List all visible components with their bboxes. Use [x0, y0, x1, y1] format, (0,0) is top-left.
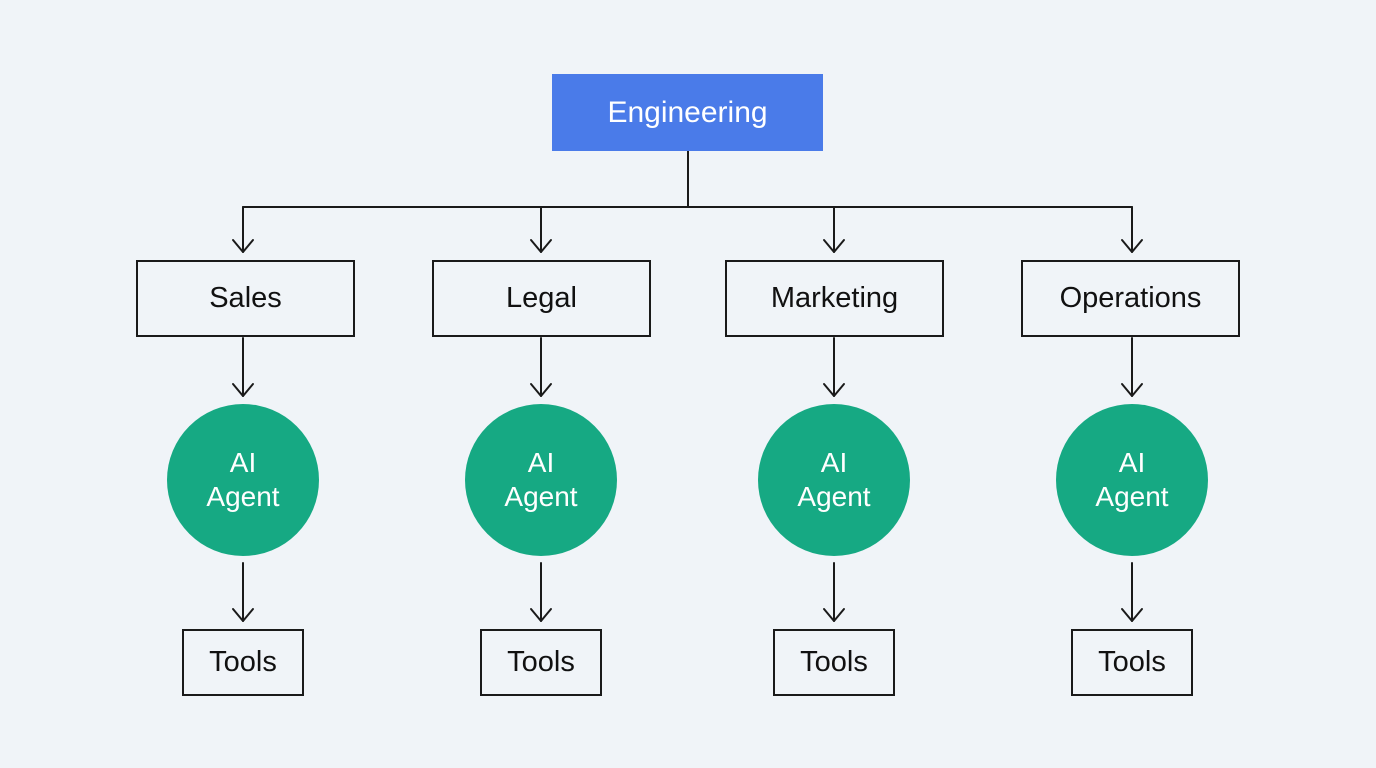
agent-label-line2: Agent — [1095, 481, 1169, 512]
arrowhead-agent-sales — [232, 383, 254, 397]
arrowhead-operations — [1121, 239, 1143, 253]
agent-label-line2: Agent — [504, 481, 578, 512]
tools-box-marketing: Tools — [773, 629, 895, 696]
arrowhead-tools-legal — [530, 608, 552, 622]
arrowhead-tools-marketing — [823, 608, 845, 622]
arrowhead-legal — [530, 239, 552, 253]
agent-label-line2: Agent — [797, 481, 871, 512]
arrowhead-marketing — [823, 239, 845, 253]
dept-box-legal: Legal — [432, 260, 651, 337]
dept-box-marketing: Marketing — [725, 260, 944, 337]
tools-box-operations: Tools — [1071, 629, 1193, 696]
root-node-engineering: Engineering — [552, 74, 823, 151]
arrowhead-sales — [232, 239, 254, 253]
agent-label-line1: AI — [527, 447, 555, 479]
agent-label-line2: Agent — [206, 481, 280, 512]
agent-circle-legal: AI Agent — [465, 404, 617, 556]
arrowhead-tools-sales — [232, 608, 254, 622]
dept-box-operations: Operations — [1021, 260, 1240, 337]
dept-box-sales: Sales — [136, 260, 355, 337]
agent-circle-operations: AI Agent — [1056, 404, 1208, 556]
agent-circle-marketing: AI Agent — [758, 404, 910, 556]
agent-label-line1: AI — [229, 447, 257, 479]
tools-box-sales: Tools — [182, 629, 304, 696]
tools-box-legal: Tools — [480, 629, 602, 696]
arrowhead-agent-legal — [530, 383, 552, 397]
agent-label-line1: AI — [1118, 447, 1146, 479]
arrowhead-agent-operations — [1121, 383, 1143, 397]
arrowhead-agent-marketing — [823, 383, 845, 397]
agent-circle-sales: AI Agent — [167, 404, 319, 556]
arrowhead-tools-operations — [1121, 608, 1143, 622]
agent-label-line1: AI — [820, 447, 848, 479]
